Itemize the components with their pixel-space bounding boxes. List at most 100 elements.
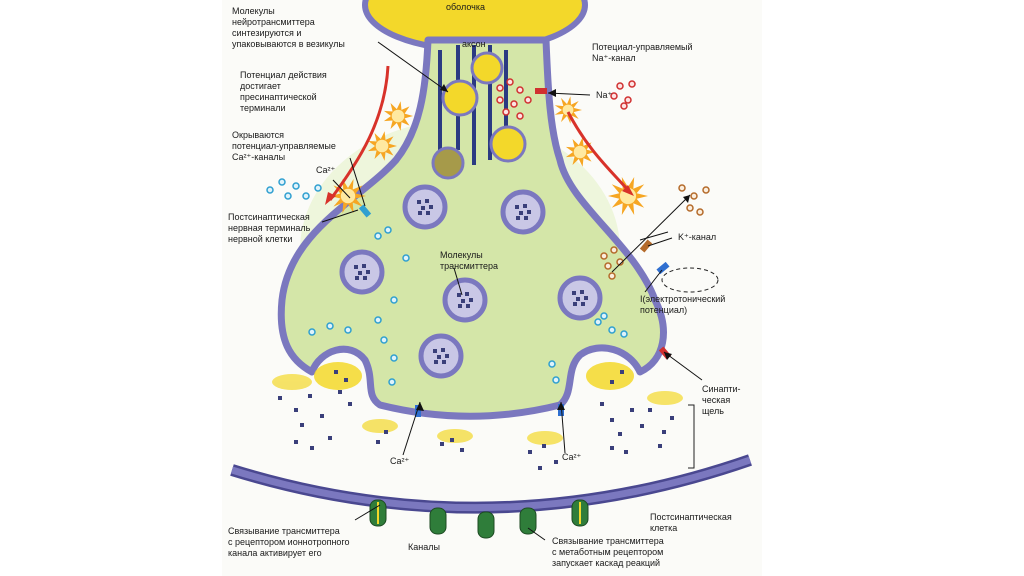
vesicle: [500, 189, 546, 235]
transmitter-molecule: [610, 380, 614, 384]
na-ion: [516, 112, 524, 120]
na-ion: [516, 86, 524, 94]
transmitter-molecule: [278, 396, 282, 400]
ca-channels-label: Окрываются потенциал-управляемые Ca²⁺-ка…: [232, 130, 336, 162]
ca-ion-top-label: Ca²⁺: [316, 165, 336, 175]
transmitter-molecule: [310, 446, 314, 450]
ca-ion: [390, 354, 398, 362]
postsyn-cell-label: Постсинаптическая клетка: [650, 512, 732, 533]
ca-ion: [374, 316, 382, 324]
transmitter-molecule: [528, 450, 532, 454]
vesicle: [418, 333, 464, 379]
ca-ion: [278, 178, 286, 186]
transmitter-molecule: [662, 430, 666, 434]
membrane-label: оболочка: [446, 2, 485, 12]
ca-ion: [620, 330, 628, 338]
ca-ion: [374, 232, 382, 240]
synaptic-vesicles: [339, 184, 603, 379]
fusing-vesicles: [314, 362, 634, 390]
axon-label: аксон: [462, 39, 486, 49]
transmitter-molecule: [538, 466, 542, 470]
na-ion: [628, 80, 636, 88]
synaptic-cleft-label: Синапти- ческая щель: [702, 384, 741, 416]
electrotonic-loop: [661, 267, 719, 293]
na-ion: [620, 102, 628, 110]
transmitter-molecule: [300, 423, 304, 427]
k-ion: [686, 204, 694, 212]
leader-arrowheads: [416, 84, 690, 411]
flash-star: [554, 96, 582, 124]
k-ion: [678, 184, 686, 192]
transmitter-molecule: [384, 430, 388, 434]
transmitter-molecule: [294, 408, 298, 412]
transmitter-molecule: [658, 444, 662, 448]
action-potential-arrows: [328, 65, 630, 201]
ca-ion: [344, 326, 352, 334]
k-ion: [702, 186, 710, 194]
k-ion: [616, 258, 624, 266]
ca-ion: [314, 184, 322, 192]
transmitter-molecule: [618, 432, 622, 436]
transmitter-molecule: [542, 444, 546, 448]
transmitter-molecule: [320, 414, 324, 418]
transmitter-molecule: [328, 436, 332, 440]
na-ion: [496, 96, 504, 104]
na-ion: [624, 96, 632, 104]
ca-right-label: Ca²⁺: [562, 452, 582, 462]
transmitter-molecule: [610, 446, 614, 450]
transmitter-molecule: [450, 438, 454, 442]
transmitter-molecule: [376, 440, 380, 444]
transmitter-molecule: [640, 424, 644, 428]
transmitter-molecule: [294, 440, 298, 444]
flash-star: [367, 131, 397, 161]
synthesis-vesicles: [431, 51, 527, 180]
na-ion: [524, 96, 532, 104]
cleft-bracket: [688, 404, 695, 469]
metabotropic-label: Связывание трансмиттера с метаботным рец…: [552, 536, 664, 568]
ca-ion: [326, 322, 334, 330]
ca-ion: [308, 328, 316, 336]
ca-ion: [390, 296, 398, 304]
na-ion-label: Na⁺: [596, 90, 613, 100]
na-channel-label: Потециал-управляемый Na⁺-канал: [592, 42, 693, 63]
ca-ion: [284, 192, 292, 200]
action-potential-label: Потенциал действия достигает пресинаптич…: [240, 70, 327, 113]
electrotonic-label: I(электротонический потенциал): [640, 294, 726, 315]
transmitter-molecule: [600, 402, 604, 406]
vesicle: [557, 275, 603, 321]
ca-ion: [302, 192, 310, 200]
k-channel-label: K⁺-канал: [678, 232, 717, 242]
k-ion: [696, 208, 704, 216]
transmitter-molecule: [670, 416, 674, 420]
ca-ion: [384, 226, 392, 234]
transmitter-molecule: [344, 378, 348, 382]
arrowhead-left: [325, 192, 336, 205]
ca-ion: [548, 360, 556, 368]
na-ion: [510, 100, 518, 108]
transmitter-molecule: [554, 460, 558, 464]
postsyn-terminal-label: Постсинаптическая нервная терминаль нерв…: [228, 212, 311, 244]
na-ion: [506, 78, 514, 86]
ca-ions: [266, 178, 628, 386]
transmitter-molecule: [338, 390, 342, 394]
na-ion: [616, 82, 624, 90]
transmitter-molecule: [630, 408, 634, 412]
arrowhead-right: [622, 185, 634, 196]
ca-ion: [292, 182, 300, 190]
transmitter-clouds: [272, 374, 683, 445]
vesicle: [442, 277, 488, 323]
ca-ion: [402, 254, 410, 262]
synthesis-label: Молекулы нейротрансмиттера синтезируются…: [232, 6, 345, 49]
ca-ion: [266, 186, 274, 194]
na-ion: [496, 84, 504, 92]
ca-ion: [552, 376, 560, 384]
postsynaptic-receptors: [369, 499, 589, 539]
transmitter-molecule: [334, 370, 338, 374]
ca-left-label: Ca²⁺: [390, 456, 410, 466]
leader-lines: [321, 41, 703, 541]
transmitter-molecule: [610, 418, 614, 422]
transmitter-molecule: [440, 442, 444, 446]
transmitter-molecule: [460, 448, 464, 452]
k-ions: [600, 184, 710, 280]
